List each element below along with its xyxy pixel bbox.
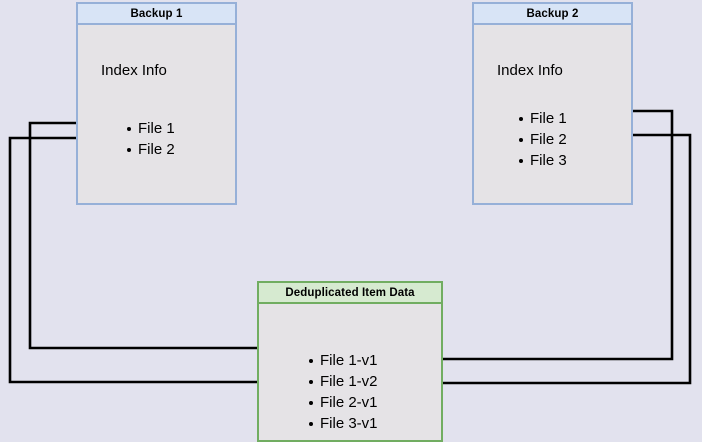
- connector-backup2-file2-to-dedup-file2v1: [389, 133, 692, 393]
- connector-backup1-file2-to-dedup-file2v1: [8, 136, 299, 392]
- backup-1-file-list: File 1 File 2: [125, 118, 175, 160]
- backup-1-body: Index Info File 1 File 2: [78, 25, 235, 203]
- list-item: File 2-v1: [307, 392, 378, 413]
- list-item: File 1-v2: [307, 371, 378, 392]
- backup-2-header: Backup 2: [474, 4, 631, 25]
- backup-2-body: Index Info File 1 File 2 File 3: [474, 25, 631, 203]
- list-item: File 1: [125, 118, 175, 139]
- list-item: File 2: [125, 139, 175, 160]
- backup-1-index-label: Index Info: [101, 62, 167, 79]
- deduplicated-item-data-header: Deduplicated Item Data: [259, 283, 441, 304]
- list-item: File 2: [517, 129, 567, 150]
- list-item: File 3: [517, 150, 567, 171]
- deduplicated-item-data-box[interactable]: Deduplicated Item Data File 1-v1 File 1-…: [257, 281, 443, 442]
- list-item: File 1: [517, 108, 567, 129]
- backup-2-index-label: Index Info: [497, 62, 563, 79]
- backup-2-file-list: File 1 File 2 File 3: [517, 108, 567, 171]
- list-item: File 3-v1: [307, 413, 378, 434]
- list-item: File 1-v1: [307, 350, 378, 371]
- backup-1-header: Backup 1: [78, 4, 235, 25]
- backup-1-box[interactable]: Backup 1 Index Info File 1 File 2: [76, 2, 237, 205]
- deduplicated-item-data-body: File 1-v1 File 1-v2 File 2-v1 File 3-v1: [259, 304, 441, 440]
- connector-backup2-file1-to-dedup-file1v2: [389, 109, 674, 369]
- deduplicated-item-list: File 1-v1 File 1-v2 File 2-v1 File 3-v1: [307, 350, 378, 434]
- backup-2-box[interactable]: Backup 2 Index Info File 1 File 2 File 3: [472, 2, 633, 205]
